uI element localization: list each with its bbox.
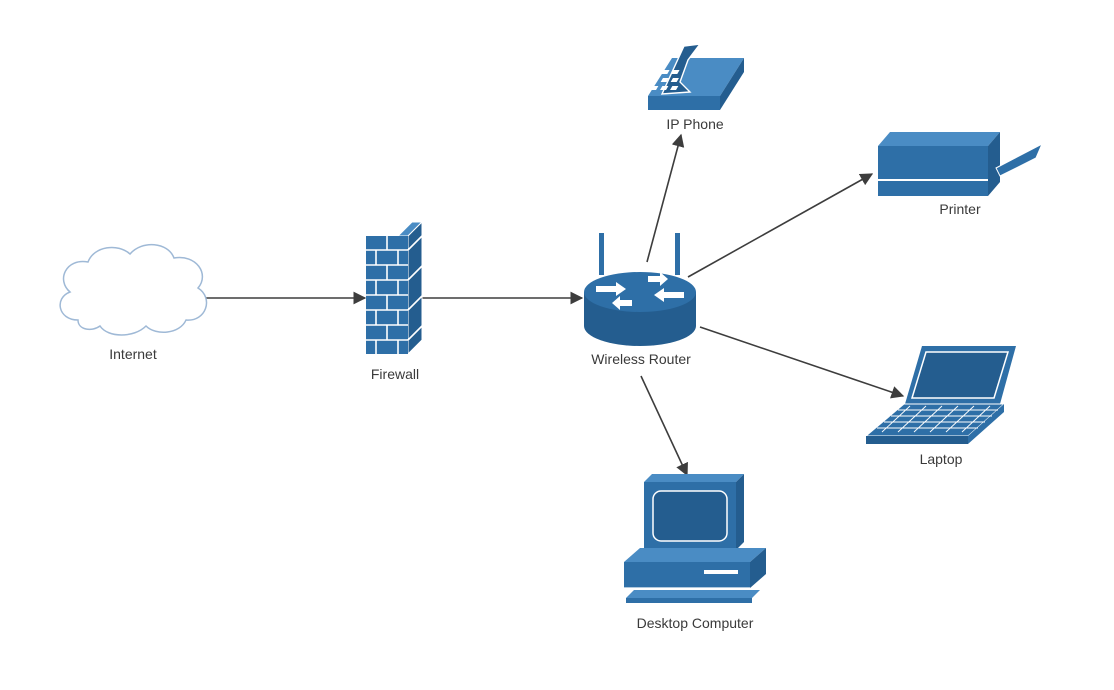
node-firewall[interactable]: Firewall: [366, 220, 424, 382]
cloud-icon: [59, 244, 208, 336]
node-internet[interactable]: Internet: [59, 244, 208, 362]
edge-router-phone: [646, 133, 685, 263]
node-printer[interactable]: Printer: [878, 132, 1044, 217]
node-laptop[interactable]: Laptop: [864, 346, 1016, 467]
edge-router-laptop: [699, 326, 905, 399]
node-label-laptop: Laptop: [920, 451, 963, 467]
brick-wall-icon: [366, 220, 424, 356]
node-label-router: Wireless Router: [591, 351, 691, 367]
wireless-router-icon: [584, 233, 696, 346]
node-phone[interactable]: IP Phone: [648, 43, 744, 132]
node-label-internet: Internet: [109, 346, 157, 362]
node-label-desktop: Desktop Computer: [637, 615, 754, 631]
laptop-icon: [864, 346, 1016, 444]
node-desktop[interactable]: Desktop Computer: [624, 474, 766, 631]
desk-phone-icon: [648, 43, 744, 110]
node-label-firewall: Firewall: [371, 366, 419, 382]
node-label-phone: IP Phone: [666, 116, 724, 132]
connections: [205, 133, 905, 477]
edge-router-printer: [687, 173, 874, 278]
node-label-printer: Printer: [939, 201, 981, 217]
desktop-computer-icon: [624, 474, 766, 603]
edge-router-desktop: [640, 375, 688, 477]
printer-icon: [878, 132, 1044, 196]
node-router[interactable]: Wireless Router: [584, 233, 696, 367]
